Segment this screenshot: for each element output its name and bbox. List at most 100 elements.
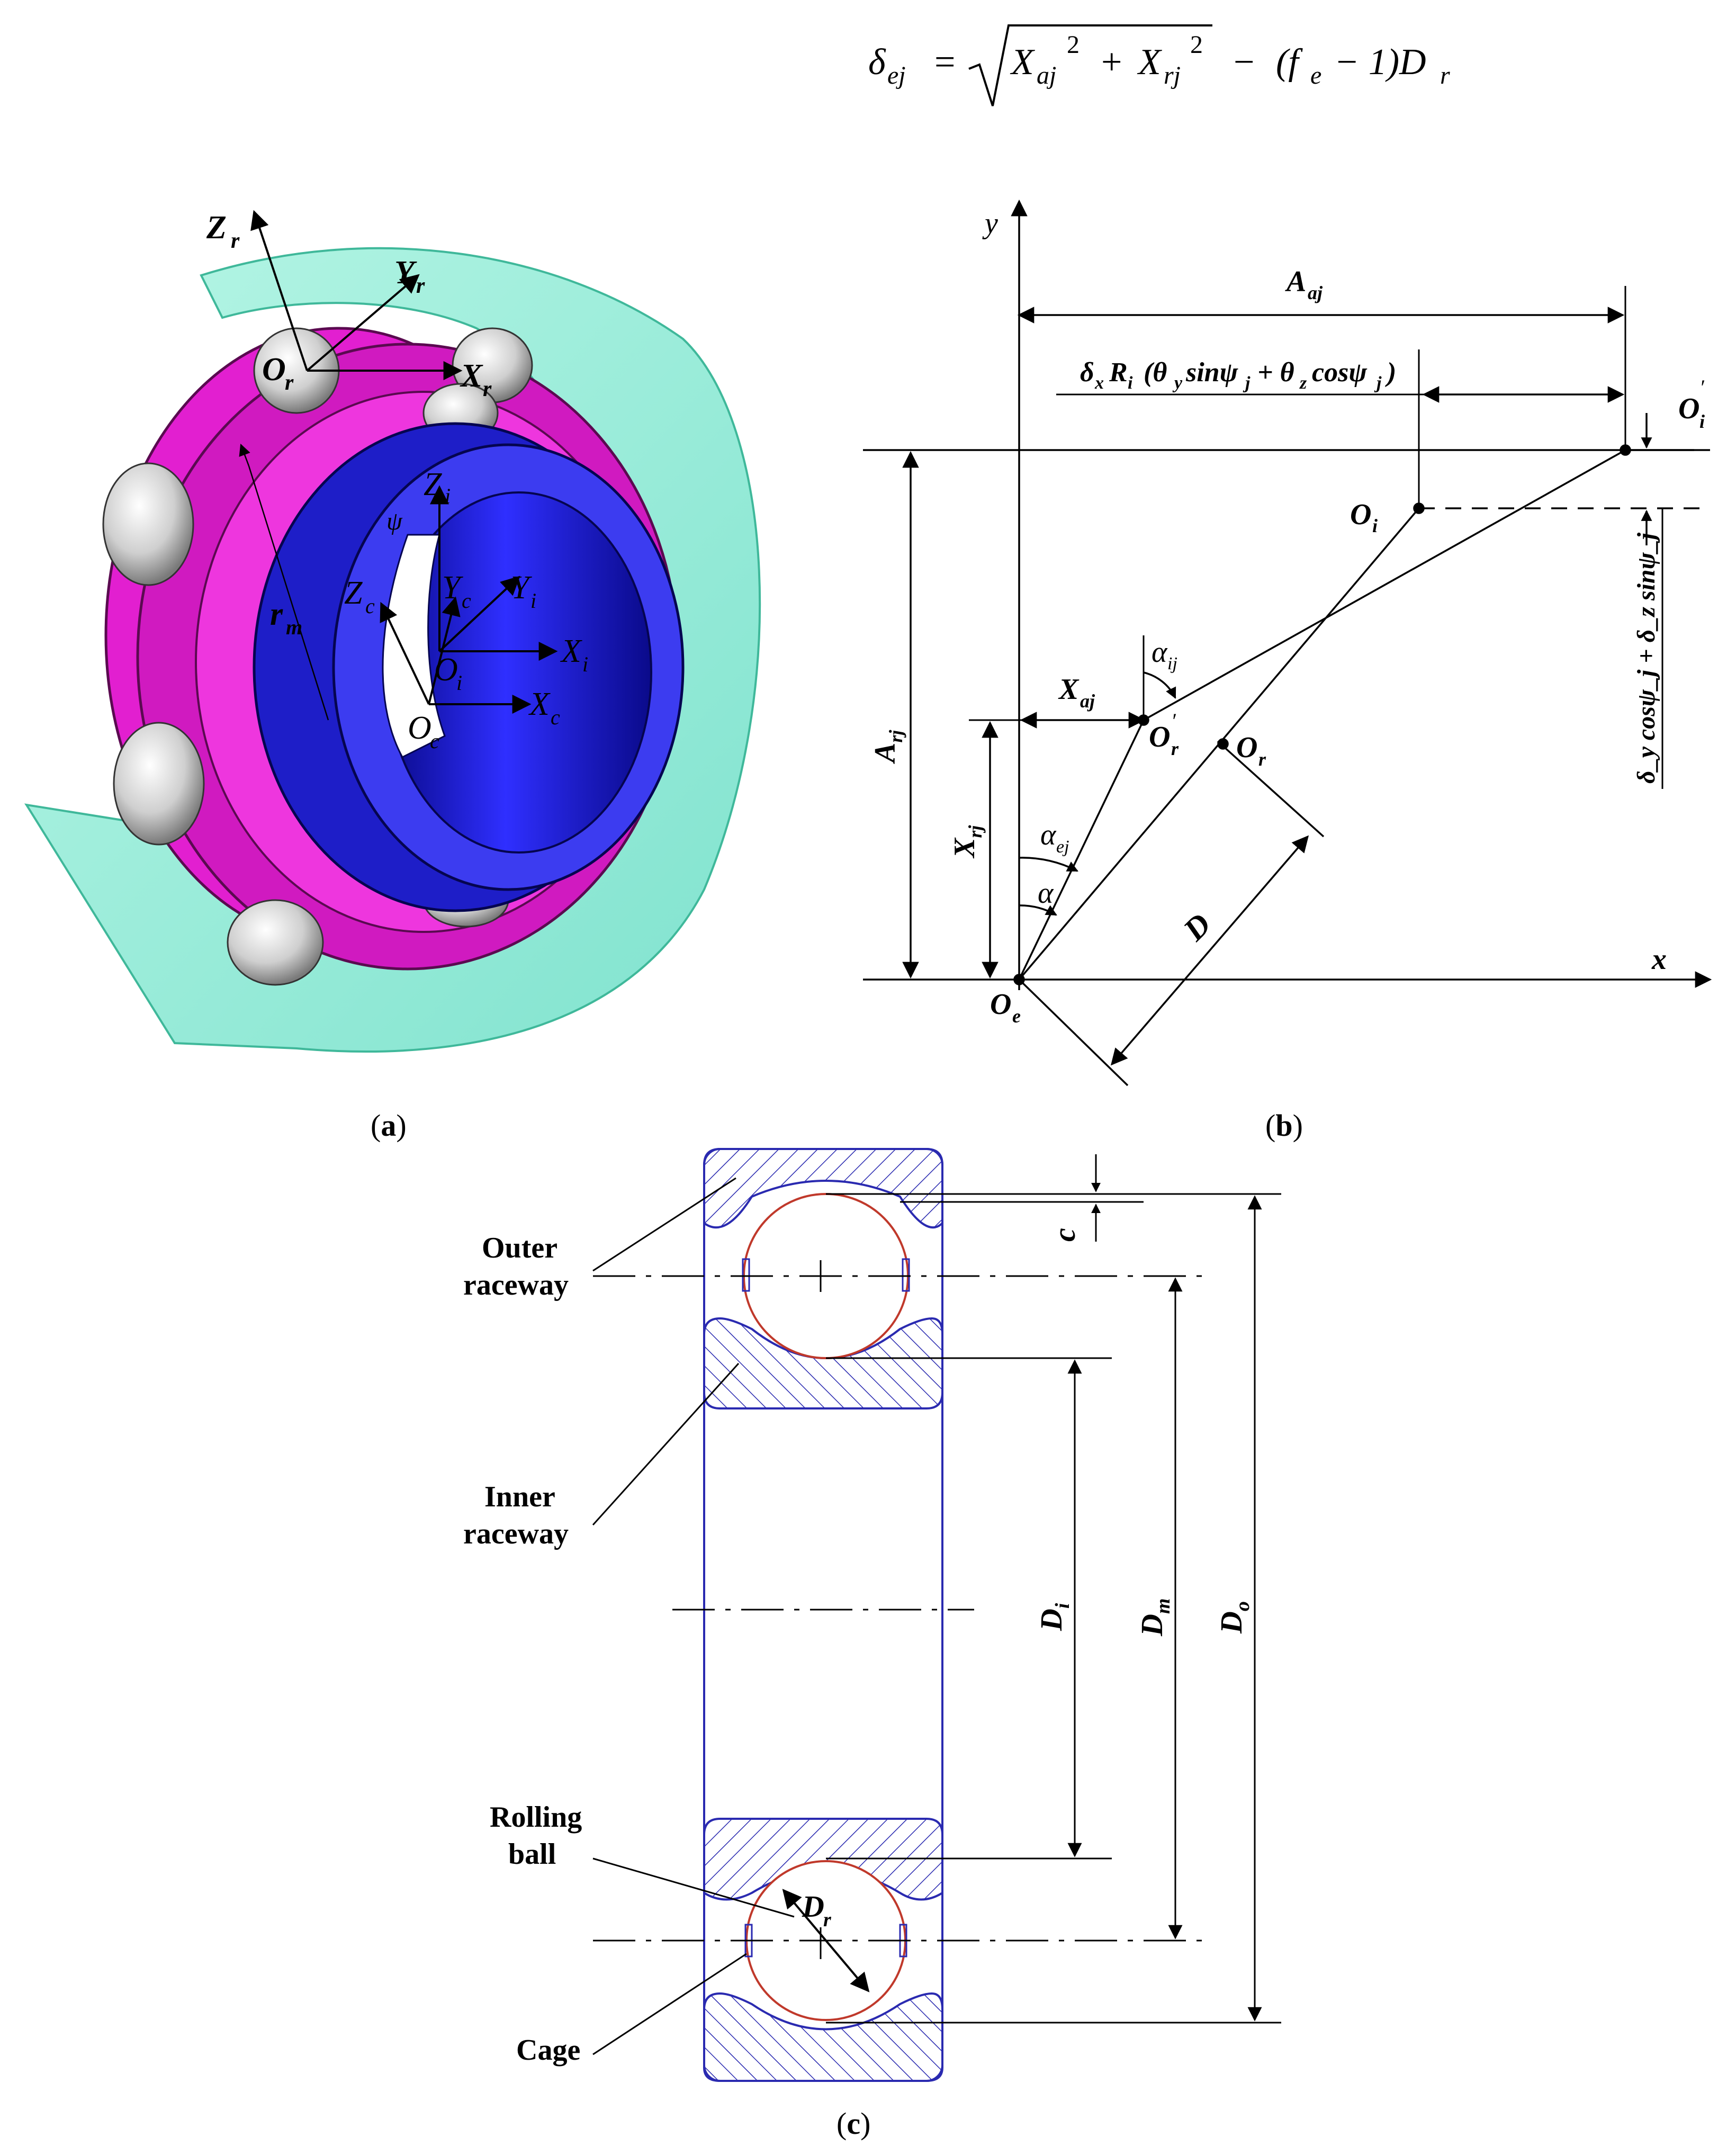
panel-c: Outer raceway Inner raceway Rolling ball… (463, 1148, 1281, 2141)
label-or-prime-mark: ′ (1171, 709, 1176, 733)
axis-zc: Z (344, 575, 363, 611)
label-rolling-2: ball (508, 1838, 556, 1871)
axis-yc-sub: c (462, 589, 471, 613)
arc-alpha-ej (1019, 857, 1078, 872)
caption-b: (b) (1265, 1108, 1303, 1143)
label-delta-rest2: sinψ (1185, 357, 1239, 388)
rolling-ball-2 (113, 722, 205, 846)
label-delta-r: R (1109, 357, 1128, 388)
label-di-main: D (1034, 1609, 1068, 1631)
axis-xi-sub: i (582, 652, 588, 676)
label-do-main: D (1214, 1611, 1248, 1634)
axis-xi: X (560, 633, 582, 669)
label-delta-rest1: (θ (1144, 357, 1167, 388)
dim-d (1110, 835, 1309, 1066)
label-or-prime: O (1149, 721, 1170, 753)
label-oi-sub: i (1372, 515, 1378, 536)
label-oi-prime-sub: i (1699, 411, 1705, 432)
label-alpha-ij-sub: ij (1167, 654, 1177, 674)
formula-lhs-sub: ej (887, 61, 906, 89)
label-aaj: A (1285, 265, 1306, 298)
formula: δ ej = X aj 2 + X rj 2 − (f e − 1)D r (868, 24, 1450, 106)
label-x: x (1651, 943, 1667, 976)
label-delta: δ (1080, 357, 1094, 388)
panel-b-labels: y x A aj δ x R i (θ y sinψ j + θ z cosψ … (869, 207, 1705, 1143)
label-delta-rest1-sub: y (1172, 373, 1183, 393)
formula-tail2: − 1)D (1334, 42, 1426, 83)
line-or-prime-oi-prime (1143, 449, 1626, 721)
label-dm-sub: m (1152, 1599, 1174, 1614)
label-or-sub: r (1258, 749, 1266, 770)
axis-yi: Y (511, 570, 532, 606)
axis-yr: Y (394, 255, 417, 291)
formula-tail-sub: e (1310, 61, 1321, 89)
label-vertical-expr: δ_y cosψ_j + δ_z sinψ_j (1632, 532, 1660, 784)
label-d: D (1176, 906, 1218, 948)
axis-yc: Y (442, 570, 463, 606)
label-do: Do (1214, 1601, 1254, 1634)
formula-lhs: δ (868, 42, 886, 83)
caption-a: (a) (371, 1108, 407, 1143)
caption-c: (c) (836, 2106, 870, 2141)
origin-oc: O (408, 710, 431, 746)
label-xaj: X (1058, 673, 1080, 706)
label-di-sub: i (1051, 1603, 1074, 1609)
label-xrj-main: X (948, 837, 981, 859)
label-alpha-ej-sub: ej (1056, 837, 1069, 857)
label-do-sub: o (1231, 1601, 1254, 1611)
axis-xc-sub: c (551, 705, 560, 729)
axis-yi-sub: i (530, 589, 536, 613)
label-xrj-sub: rj (965, 825, 986, 838)
origin-oi: O (434, 652, 458, 688)
formula-x2: X (1137, 42, 1163, 83)
label-inner-2: raceway (463, 1518, 569, 1550)
caption-c-open: ( (836, 2106, 847, 2141)
radius-rm: r (270, 596, 283, 632)
formula-equals: = (934, 42, 955, 83)
upper-outer-race (703, 1148, 943, 1229)
label-arj-sub: rj (885, 730, 906, 743)
label-xrj: Xrj (948, 825, 986, 859)
label-outer-1: Outer (482, 1232, 557, 1264)
line-oe-or-prime (1018, 720, 1145, 980)
caption-b-letter: b (1275, 1108, 1292, 1143)
sqrt-symbol (968, 24, 1212, 106)
origin-oc-sub: c (430, 729, 439, 753)
label-delta-sub: x (1094, 373, 1104, 393)
label-arj-main: A (869, 743, 902, 764)
axis-xr-sub: r (483, 377, 492, 401)
dim-dr (782, 1889, 870, 1992)
label-delta-rest3: + θ (1257, 357, 1294, 388)
caption-a-close: ) (396, 1108, 406, 1143)
axis-zr-sub: r (231, 229, 240, 253)
label-delta-expr-group: δ x R i (θ y sinψ j + θ z cosψ j ) (1080, 357, 1396, 393)
caption-c-letter: c (847, 2106, 860, 2141)
axis-zr: Z (206, 210, 227, 246)
label-outer-2: raceway (463, 1269, 569, 1301)
angle-psi: ψ (386, 507, 403, 535)
arc-alpha-ij (1143, 671, 1176, 699)
label-arj: Arj (869, 730, 906, 764)
label-oe-sub: e (1012, 1005, 1021, 1027)
radius-rm-sub: m (286, 615, 302, 639)
label-xaj-sub: aj (1080, 690, 1095, 712)
label-or: O (1236, 731, 1257, 764)
label-alpha-ej: α (1040, 819, 1057, 851)
panel-b (863, 199, 1712, 1087)
label-dr: D (802, 1889, 824, 1924)
caption-b-close: ) (1293, 1108, 1303, 1143)
label-oi-prime: O (1678, 392, 1699, 425)
origin-or-sub: r (285, 371, 294, 395)
formula-plus: + (1101, 42, 1122, 83)
formula-x2-sub: rj (1164, 61, 1181, 89)
formula-tail2-sub: r (1440, 61, 1450, 89)
axis-zi-sub: i (445, 484, 451, 508)
caption-a-letter: a (381, 1108, 396, 1143)
label-di: Di (1034, 1603, 1074, 1631)
origin-or: O (262, 352, 286, 388)
label-oi-prime-mark: ′ (1699, 375, 1705, 399)
lower-outer-race (703, 1992, 943, 2082)
formula-sup2: 2 (1190, 31, 1203, 59)
label-oi: O (1350, 498, 1371, 531)
axis-xr: X (460, 358, 483, 394)
